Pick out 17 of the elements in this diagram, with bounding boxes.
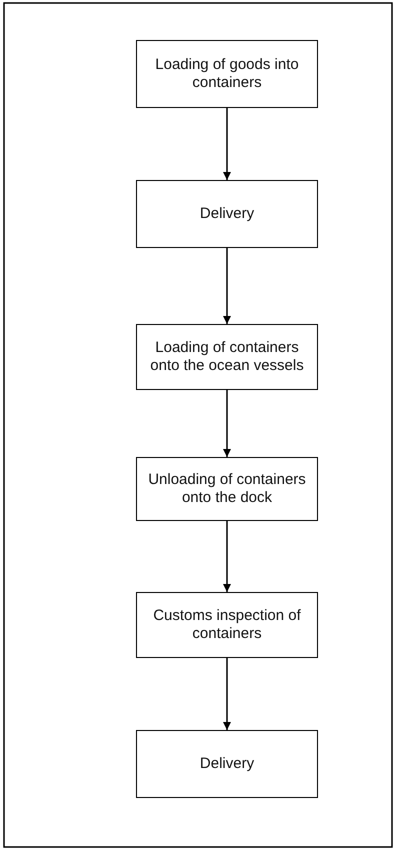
arrow — [223, 658, 231, 730]
arrow — [223, 390, 231, 457]
arrow — [223, 248, 231, 324]
step-text: Loading of containers onto the ocean vessels — [149, 339, 305, 375]
step-text: Delivery — [200, 205, 254, 223]
step-text: Loading of goods into containers — [154, 56, 300, 92]
step-text: Unloading of containers onto the dock — [147, 471, 307, 507]
process-box — [136, 324, 318, 390]
process-box — [136, 457, 318, 521]
arrow — [223, 521, 231, 592]
process-box — [136, 730, 318, 798]
process-box — [136, 40, 318, 108]
step-text: Customs inspection of containers — [152, 607, 302, 643]
process-box — [136, 592, 318, 658]
process-box — [136, 180, 318, 248]
step-text: Delivery — [200, 755, 254, 773]
arrow — [223, 108, 231, 180]
